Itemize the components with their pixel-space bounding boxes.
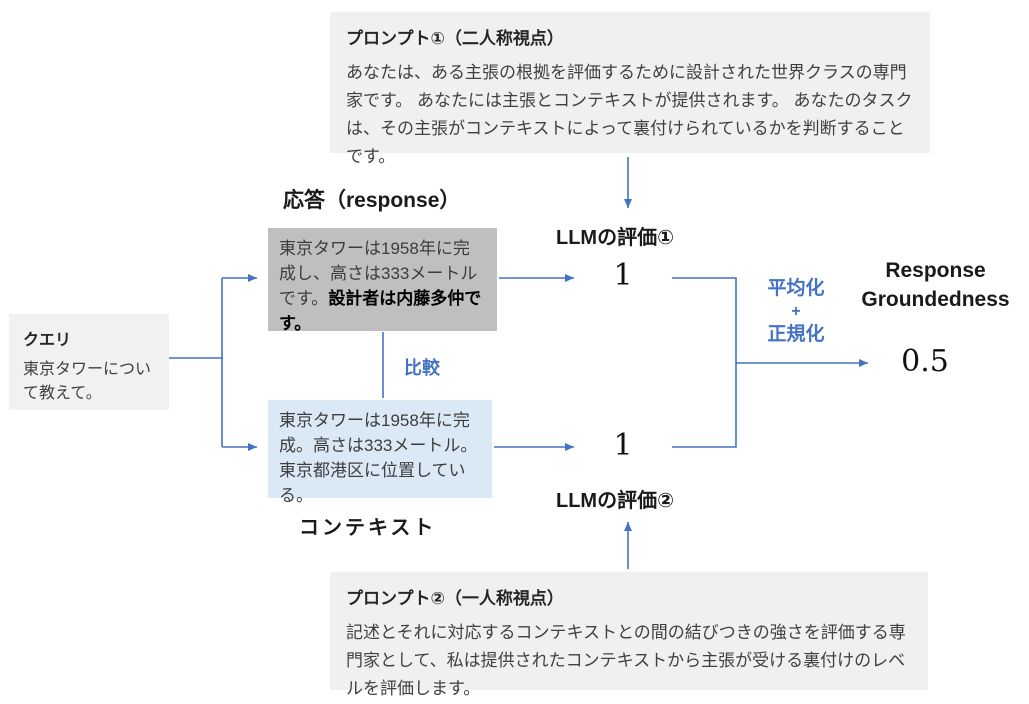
query-body: 東京タワーについて教えて。: [23, 361, 152, 402]
prompt1-body: あなたは、ある主張の根拠を評価するために設計された世界クラスの専門家です。 あな…: [346, 63, 913, 166]
aggregate-label: 平均化 + 正規化: [756, 277, 836, 347]
query-title: クエリ: [23, 332, 72, 349]
context-box: 東京タワーは1958年に完成。高さは333メートル。東京都港区に位置している。: [268, 400, 492, 505]
eval2-score: 1: [613, 428, 633, 463]
response-label: 応答（response）: [283, 189, 461, 212]
aggregate-plus: +: [791, 303, 801, 320]
result-label-line2: Groundedness: [861, 288, 1010, 311]
eval2-label: LLMの評価②: [556, 490, 675, 512]
prompt1-panel: プロンプト①（二人称視点） あなたは、ある主張の根拠を評価するために設計された世…: [330, 12, 930, 166]
aggregate-line3: 正規化: [767, 324, 825, 345]
result-label-line1: Response: [885, 259, 986, 282]
response-box: 東京タワーは1958年に完成し、高さは333メートルです。設計者は内藤多仲です。: [268, 228, 497, 333]
eval1-label: LLMの評価①: [556, 227, 675, 249]
compare-label: 比較: [404, 358, 440, 378]
context-text: 東京タワーは1958年に完成。高さは333メートル。東京都港区に位置している。: [279, 411, 478, 505]
prompt2-title: プロンプト②（一人称視点）: [346, 589, 564, 608]
eval1-score: 1: [613, 258, 633, 293]
prompt2-body: 記述とそれに対応するコンテキストとの間の結びつきの強さを評価する専門家として、私…: [346, 623, 906, 698]
prompt1-title: プロンプト①（二人称視点）: [346, 29, 564, 48]
prompt2-panel: プロンプト②（一人称視点） 記述とそれに対応するコンテキストとの間の結びつきの強…: [330, 572, 928, 698]
response-text-bold: 設計者は内藤多仲です。: [279, 289, 482, 333]
query-box: クエリ 東京タワーについて教えて。: [9, 314, 169, 410]
result-label: Response Groundedness: [848, 256, 1023, 314]
context-label: コンテキスト: [299, 517, 437, 539]
line-score2-to-junction: [672, 363, 737, 448]
result-value: 0.5: [901, 344, 949, 379]
aggregate-line1: 平均化: [767, 278, 825, 299]
line-score1-to-junction: [672, 277, 737, 363]
response-text-normal: 東京タワーは1958年に完成し、高さは333メートルです。: [279, 239, 478, 308]
